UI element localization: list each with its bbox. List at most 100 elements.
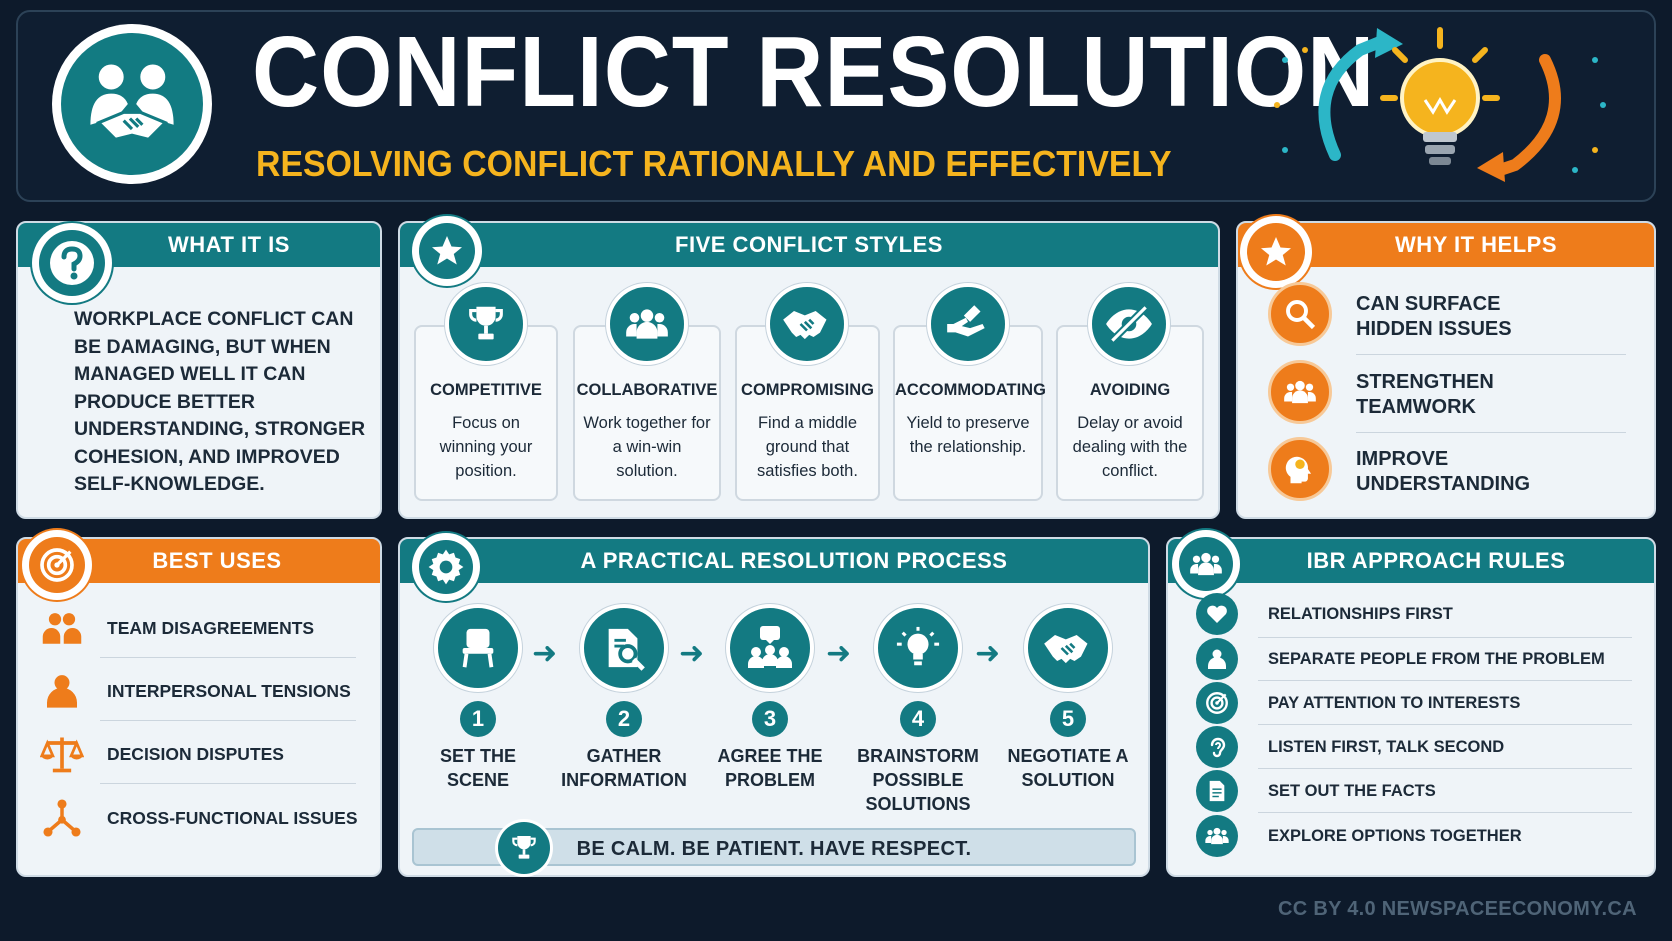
star-badge <box>412 216 482 286</box>
people-icon <box>40 606 84 650</box>
arrow-icon: ➜ <box>532 637 558 670</box>
giving-hand-icon <box>927 283 1009 365</box>
styles-title: FIVE CONFLICT STYLES <box>400 223 1218 267</box>
ibr-text: RELATIONSHIPS FIRST <box>1268 605 1453 623</box>
best-use-item: INTERPERSONAL TENSIONS <box>40 663 370 719</box>
style-desc: Focus on winning your position. <box>439 414 533 480</box>
divider <box>1258 768 1632 769</box>
step-number: 1 <box>460 701 496 737</box>
ibr-item: LISTEN FIRST, TALK SECOND <box>1196 726 1636 770</box>
target-badge <box>22 530 92 600</box>
person-icon <box>1196 638 1238 680</box>
style-desc: Work together for a win-win solution. <box>583 414 711 480</box>
ibr-text: EXPLORE OPTIONS TOGETHER <box>1268 827 1522 845</box>
star-icon <box>1261 237 1291 266</box>
group-badge <box>1172 530 1240 598</box>
person-icon <box>40 669 84 713</box>
eye-slash-icon <box>1088 283 1170 365</box>
ibr-item: SEPARATE PEOPLE FROM THE PROBLEM <box>1196 638 1636 682</box>
style-name: COLLABORATIVE <box>576 381 718 399</box>
step-label: BRAINSTORM POSSIBLE SOLUTIONS <box>857 746 979 814</box>
style-card-accommodating: ACCOMMODATING Yield to preserve the rela… <box>893 325 1046 501</box>
best-use-text: CROSS-FUNCTIONAL ISSUES <box>107 808 358 828</box>
best-use-text: DECISION DISPUTES <box>107 744 284 764</box>
divider <box>1258 724 1632 725</box>
style-name: COMPETITIVE <box>430 381 542 399</box>
divider <box>1258 812 1632 813</box>
why-text: STRENGTHEN TEAMWORK <box>1356 371 1494 418</box>
best-use-item: CROSS-FUNCTIONAL ISSUES <box>40 790 370 846</box>
process-title: A PRACTICAL RESOLUTION PROCESS <box>400 539 1148 583</box>
question-badge <box>32 223 112 303</box>
chair-icon <box>434 604 522 692</box>
discussion-icon <box>726 604 814 692</box>
arrow-icon: ➜ <box>826 637 852 670</box>
step-number: 3 <box>752 701 788 737</box>
ibr-text: SEPARATE PEOPLE FROM THE PROBLEM <box>1268 650 1605 668</box>
ear-icon <box>1196 726 1238 768</box>
logo <box>52 24 212 184</box>
step-number: 2 <box>606 701 642 737</box>
arrow-icon: ➜ <box>975 637 1001 670</box>
divider <box>1258 637 1632 638</box>
style-name: COMPROMISING <box>741 381 874 399</box>
star-badge <box>1240 216 1312 288</box>
why-item: CAN SURFACE HIDDEN ISSUES <box>1268 282 1628 352</box>
style-name: AVOIDING <box>1089 381 1171 399</box>
arrow-icon: ➜ <box>679 637 705 670</box>
divider <box>100 783 356 784</box>
what-it-is-text: WORKPLACE CONFLICT CAN BE DAMAGING, BUT … <box>74 308 366 495</box>
divider <box>1258 680 1632 681</box>
step-number: 4 <box>900 701 936 737</box>
ibr-item: PAY ATTENTION TO INTERESTS <box>1196 682 1636 726</box>
ibr-item: SET OUT THE FACTS <box>1196 770 1636 814</box>
star-icon <box>432 236 462 265</box>
document-icon <box>1196 770 1238 812</box>
style-desc: Find a middle ground that satisfies both… <box>757 414 858 480</box>
question-icon <box>50 241 94 285</box>
divider <box>1356 354 1626 355</box>
ibr-text: PAY ATTENTION TO INTERESTS <box>1268 694 1521 712</box>
ibr-item: EXPLORE OPTIONS TOGETHER <box>1196 815 1636 859</box>
head-bulb-icon <box>1268 437 1332 501</box>
why-text: CAN SURFACE HIDDEN ISSUES <box>1356 293 1512 340</box>
scales-icon <box>40 732 84 776</box>
trophy-badge <box>498 822 550 874</box>
why-text: IMPROVE UNDERSTANDING <box>1356 448 1531 495</box>
lightbulb-icon <box>874 604 962 692</box>
group-icon <box>1196 815 1238 857</box>
style-desc: Yield to preserve the relationship. <box>906 414 1030 456</box>
footer-credit: CC BY 4.0 NEWSPACEECONOMY.CA <box>1278 898 1637 920</box>
ibr-item: RELATIONSHIPS FIRST <box>1196 593 1636 637</box>
target-icon <box>1196 682 1238 724</box>
page-title: CONFLICT RESOLUTION <box>252 16 1376 128</box>
handshake-icon <box>766 283 848 365</box>
heart-icon <box>1196 593 1238 635</box>
best-use-text: TEAM DISAGREEMENTS <box>107 618 315 638</box>
step-label: GATHER INFORMATION <box>561 746 687 790</box>
why-item: STRENGTHEN TEAMWORK <box>1268 360 1628 430</box>
divider <box>1356 432 1626 433</box>
divider <box>100 657 356 658</box>
trophy-icon <box>445 283 527 365</box>
best-use-item: TEAM DISAGREEMENTS <box>40 600 370 656</box>
ibr-text: LISTEN FIRST, TALK SECOND <box>1268 738 1505 756</box>
target-icon <box>40 548 74 582</box>
ibr-text: SET OUT THE FACTS <box>1268 782 1436 800</box>
motto-text: BE CALM. BE PATIENT. HAVE RESPECT. <box>576 838 972 860</box>
group-icon <box>606 283 688 365</box>
best-use-item: DECISION DISPUTES <box>40 726 370 782</box>
group-icon <box>1190 552 1222 576</box>
step-label: NEGOTIATE A SOLUTION <box>1007 746 1129 790</box>
trophy-icon <box>512 836 536 859</box>
step-label: SET THE SCENE <box>439 746 516 790</box>
network-icon <box>40 796 84 840</box>
handshake-people-icon <box>90 64 174 142</box>
ibr-panel: IBR APPROACH RULES <box>1166 537 1656 877</box>
step-number: 5 <box>1050 701 1086 737</box>
why-item: IMPROVE UNDERSTANDING <box>1268 437 1628 507</box>
document-search-icon <box>580 604 668 692</box>
team-icon <box>1268 360 1332 424</box>
best-use-text: INTERPERSONAL TENSIONS <box>107 681 351 701</box>
style-name: ACCOMMODATING <box>895 381 1046 399</box>
